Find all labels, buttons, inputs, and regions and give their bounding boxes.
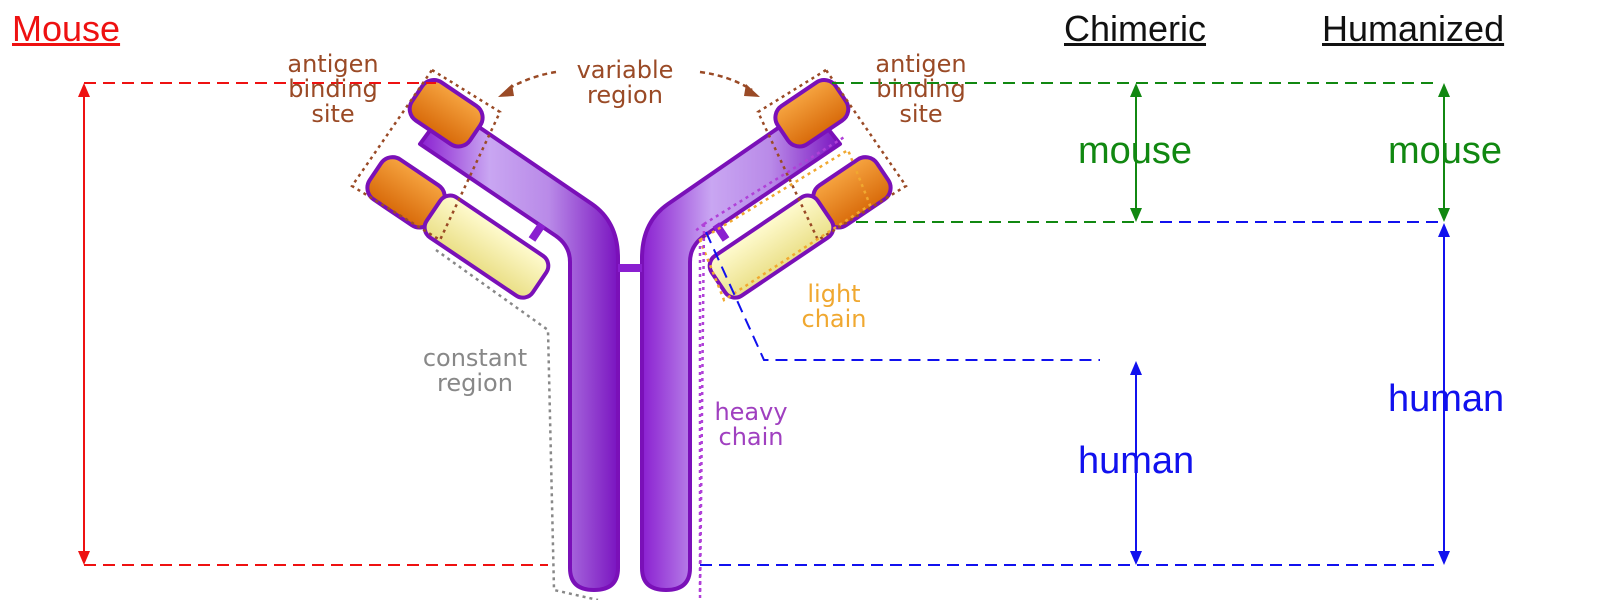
humanized-header: Humanized [1322, 8, 1504, 50]
humanized-mouse-label: mouse [1388, 130, 1502, 173]
chimeric-mouse-arrowhead-top [1130, 83, 1142, 97]
mouse-arrowhead-bottom [78, 551, 90, 565]
chimeric-human-label: human [1078, 440, 1194, 483]
variable-region-arrow-right [700, 72, 752, 90]
humanized-human-arrowhead-bottom [1438, 551, 1450, 565]
mouse-arrowhead-top [78, 83, 90, 97]
label-line: binding [856, 77, 986, 102]
label-line: binding [268, 77, 398, 102]
humanized-human-arrowhead-top [1438, 223, 1450, 237]
chimeric-mouse-arrowhead-bottom [1130, 208, 1142, 222]
label-line: site [268, 102, 398, 127]
label-line: variable [560, 58, 690, 83]
humanized-human-label: human [1388, 378, 1504, 421]
chimeric-human-arrowhead-top [1130, 361, 1142, 375]
label-line: chain [794, 307, 874, 332]
label-line: chain [706, 425, 796, 450]
label-line: constant [410, 346, 540, 371]
antigen-binding-site-left-label: antigen binding site [268, 52, 398, 127]
variable-region-label: variable region [560, 58, 690, 108]
constant-region-label: constant region [410, 346, 540, 396]
label-line: heavy [706, 400, 796, 425]
variable-arrowhead-right [744, 84, 760, 97]
hinge-bond [618, 264, 642, 272]
variable-region-arrow-left [506, 72, 556, 90]
chimeric-header: Chimeric [1064, 8, 1206, 50]
heavy-chain-right [642, 106, 840, 590]
mouse-header: Mouse [12, 8, 120, 50]
label-line: light [794, 282, 874, 307]
light-chain-label: light chain [794, 282, 874, 332]
right-light-bond [713, 222, 730, 241]
heavy-chain-label: heavy chain [706, 400, 796, 450]
label-line: region [560, 83, 690, 108]
variable-arrowhead-left [498, 84, 514, 97]
humanized-mouse-arrowhead-top [1438, 83, 1450, 97]
antigen-binding-site-right-label: antigen binding site [856, 52, 986, 127]
chimeric-mouse-label: mouse [1078, 130, 1192, 173]
label-line: antigen [268, 52, 398, 77]
left-light-bond [529, 222, 546, 241]
chimeric-human-arrowhead-bottom [1130, 551, 1142, 565]
label-line: site [856, 102, 986, 127]
label-line: region [410, 371, 540, 396]
humanized-mouse-arrowhead-bottom [1438, 208, 1450, 222]
label-line: antigen [856, 52, 986, 77]
